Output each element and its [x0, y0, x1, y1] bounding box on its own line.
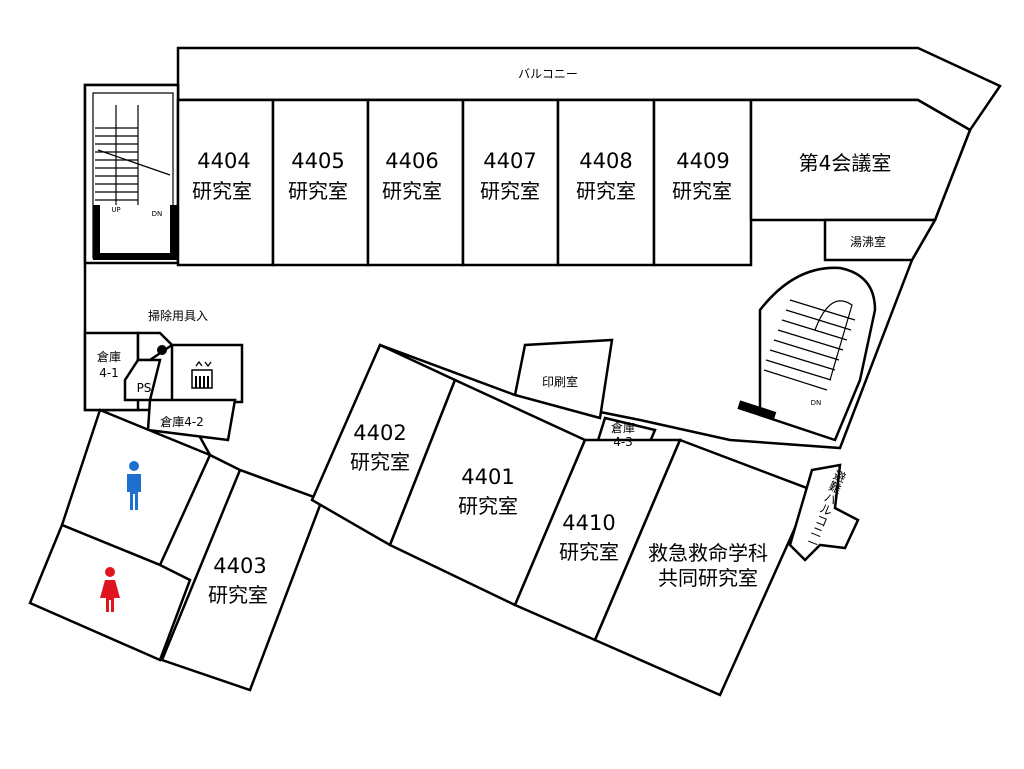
stair-right-dn-label: DN	[811, 399, 822, 407]
room-4402-name: 研究室	[350, 450, 410, 474]
room-4407-name: 研究室	[480, 179, 540, 203]
storage-4-3: 倉庫 4-3	[611, 420, 635, 449]
north-rooms	[176, 98, 972, 267]
evac-char-5: コ	[813, 512, 829, 529]
room-4402: 4402 研究室	[350, 421, 410, 474]
evac-char-3: バ	[822, 490, 838, 507]
storage-4-2-label: 倉庫4-2	[160, 414, 204, 429]
south-rooms	[160, 338, 860, 697]
room-4407-number: 4407	[483, 149, 536, 173]
room-4410: 4410 研究室	[559, 511, 619, 564]
kettle-room: 湯沸室	[850, 234, 886, 249]
evac-char-1: 避	[831, 468, 847, 485]
room-4410-name: 研究室	[559, 540, 619, 564]
room-4402-number: 4402	[353, 421, 406, 445]
room-4409-name: 研究室	[672, 179, 732, 203]
room-4403: 4403 研究室	[208, 554, 268, 607]
storage-4-3-line1: 倉庫	[611, 420, 635, 435]
ps-label: PS	[137, 381, 152, 395]
room-4406-name: 研究室	[382, 179, 442, 203]
kettle-room-label: 湯沸室	[850, 234, 886, 249]
storage-4-3-line2: 4-3	[613, 435, 633, 449]
cleaning-closet-label: 掃除用具入	[148, 308, 208, 323]
elevator-icon	[191, 360, 213, 389]
meeting-room-4: 第4会議室	[799, 151, 892, 175]
room-4405-number: 4405	[291, 149, 344, 173]
print-room-label: 印刷室	[542, 374, 578, 389]
room-4407: 4407 研究室	[480, 149, 540, 203]
room-4401-name: 研究室	[458, 494, 518, 518]
room-4403-name: 研究室	[208, 583, 268, 607]
room-4406-number: 4406	[385, 149, 438, 173]
emergency-joint-lab: 救急救命学科 共同研究室	[648, 541, 768, 590]
male-toilet-icon	[127, 461, 141, 510]
emergency-lab-line1: 救急救命学科	[648, 541, 768, 565]
room-4405: 4405 研究室	[288, 149, 348, 203]
evac-char-7: ー	[804, 535, 820, 552]
room-4403-number: 4403	[213, 554, 266, 578]
room-4406: 4406 研究室	[382, 149, 442, 203]
right-stairwell: DN	[737, 266, 877, 442]
room-4404-number: 4404	[197, 149, 250, 173]
meeting-room-label: 第4会議室	[799, 151, 892, 175]
storage-4-1-line2: 4-1	[99, 366, 119, 380]
room-4409-number: 4409	[676, 149, 729, 173]
storage-4-1-line1: 倉庫	[97, 349, 121, 364]
room-4408: 4408 研究室	[576, 149, 636, 203]
stair-treads-right	[763, 299, 856, 391]
emergency-lab-line2: 共同研究室	[658, 566, 758, 590]
room-4408-name: 研究室	[576, 179, 636, 203]
room-4405-name: 研究室	[288, 179, 348, 203]
room-4409: 4409 研究室	[672, 149, 732, 203]
evac-char-2: 難	[827, 478, 844, 496]
evac-char-6: ニ	[809, 524, 825, 541]
print-room: 印刷室	[542, 374, 578, 389]
stair-dn-label: DN	[152, 210, 163, 218]
room-4404-name: 研究室	[192, 179, 252, 203]
stair-up-label: UP	[111, 206, 120, 214]
left-stairwell: UP DN	[83, 83, 180, 265]
room-4408-number: 4408	[579, 149, 632, 173]
balcony-label: バルコニー	[518, 67, 578, 81]
evac-char-4: ル	[818, 501, 834, 518]
female-toilet-icon	[100, 567, 120, 612]
cleaning-closet-marker	[157, 345, 167, 355]
room-4401: 4401 研究室	[458, 465, 518, 518]
evacuation-balcony: 避 難 バ ル コ ニ ー	[804, 468, 847, 552]
room-4401-number: 4401	[461, 465, 514, 489]
room-4410-number: 4410	[562, 511, 615, 535]
room-4404: 4404 研究室	[192, 149, 252, 203]
stair-treads-left	[95, 105, 171, 205]
